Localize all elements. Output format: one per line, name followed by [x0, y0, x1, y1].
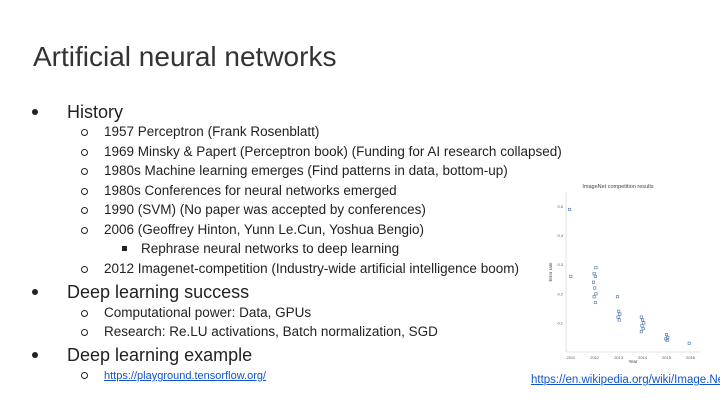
chart-point	[594, 292, 598, 296]
bullet-ring-icon	[81, 168, 88, 175]
bullet-deep-learning-success: Deep learning success	[32, 282, 250, 303]
success-item: Research: Re.LU activations, Batch norma…	[81, 324, 438, 339]
chart-point	[665, 338, 669, 342]
imagenet-wikipedia-link[interactable]: https://en.wikipedia.org/wiki/Image.Net	[531, 374, 720, 386]
history-subitem: Rephrase neural networks to deep learnin…	[122, 241, 400, 256]
chart-xtick-label: 2011	[566, 355, 575, 360]
chart-ytick-label: 0.2	[557, 291, 563, 296]
chart-ytick-label: 0.3	[557, 262, 563, 267]
chart-point	[639, 330, 643, 334]
history-item-label: 1957 Perceptron (Frank Rosenblatt)	[104, 124, 320, 139]
bullet-label: Deep learning success	[67, 282, 250, 302]
chart-marks: 0.5 0.4 0.3 0.2 0.1 2011 2012 2013 2014 2015 2016	[557, 204, 695, 360]
chart-point	[594, 266, 598, 270]
chart-xlabel: Year	[628, 359, 638, 364]
chart-point	[665, 333, 669, 337]
chart-ylabel: Error rate	[548, 262, 553, 282]
chart-point	[617, 309, 621, 313]
chart-point	[616, 315, 620, 319]
chart-point	[592, 271, 596, 275]
chart-point	[593, 274, 597, 278]
bullet-square-icon	[122, 246, 127, 251]
chart-point	[592, 295, 596, 299]
chart-point	[593, 301, 597, 305]
bullet-history: History	[32, 102, 124, 123]
imagenet-results-chart: ImageNet competition results Error rate …	[548, 180, 708, 365]
bullet-deep-learning-example: Deep learning example	[32, 345, 253, 366]
history-item: 1980s Machine learning emerges (Find pat…	[81, 163, 508, 178]
history-subitem-label: Rephrase neural networks to deep learnin…	[141, 241, 400, 256]
history-item-label: 1990 (SVM) (No paper was accepted by con…	[104, 202, 426, 217]
chart-point	[617, 318, 621, 322]
chart-point	[642, 321, 646, 325]
chart-point	[615, 295, 619, 299]
bullet-ring-icon	[81, 129, 88, 136]
bullet-ring-icon	[81, 372, 88, 379]
slide-title: Artificial neural networks	[33, 41, 337, 72]
bullet-label: History	[67, 102, 124, 122]
history-item: 1990 (SVM) (No paper was accepted by con…	[81, 202, 426, 217]
history-item-label: 1980s Machine learning emerges (Find pat…	[104, 163, 508, 178]
history-item-label: 1969 Minsky & Papert (Perceptron book) (…	[104, 144, 562, 159]
history-item: 2012 Imagenet-competition (Industry-wide…	[81, 261, 519, 276]
success-item-label: Research: Re.LU activations, Batch norma…	[104, 324, 438, 339]
history-item-label: 2006 (Geoffrey Hinton, Yunn Le.Cun, Yosh…	[104, 222, 424, 237]
chart-point	[641, 327, 645, 331]
chart-point	[592, 280, 596, 284]
success-item: Computational power: Data, GPUs	[81, 305, 312, 320]
history-item: 2006 (Geoffrey Hinton, Yunn Le.Cun, Yosh…	[81, 222, 424, 237]
bullet-dot-icon	[32, 109, 38, 115]
example-item: https://playground.tensorflow.org/	[81, 367, 267, 382]
chart-ytick-label: 0.4	[557, 233, 563, 238]
history-item: 1980s Conferences for neural networks em…	[81, 183, 397, 198]
bullet-label: Deep learning example	[67, 345, 253, 365]
chart-point	[618, 312, 622, 316]
chart-title: ImageNet competition results	[582, 184, 653, 190]
bullet-ring-icon	[81, 227, 88, 234]
chart-xtick-label: 2012	[590, 355, 600, 360]
bullet-ring-icon	[81, 149, 88, 156]
chart-point	[639, 315, 643, 319]
bullet-dot-icon	[32, 352, 38, 358]
chart-ytick-label: 0.1	[557, 320, 563, 325]
history-item: 1957 Perceptron (Frank Rosenblatt)	[81, 124, 320, 139]
chart-xtick-label: 2014	[638, 355, 648, 360]
bullet-ring-icon	[81, 329, 88, 336]
chart-xtick-label: 2013	[614, 355, 624, 360]
bullet-ring-icon	[81, 188, 88, 195]
history-item: 1969 Minsky & Papert (Perceptron book) (…	[81, 144, 562, 159]
bullet-ring-icon	[81, 310, 88, 317]
chart-xtick-label: 2015	[662, 355, 672, 360]
chart-point	[641, 318, 645, 322]
playground-link[interactable]: https://playground.tensorflow.org/	[104, 370, 267, 382]
bullet-ring-icon	[81, 266, 88, 273]
chart-svg: ImageNet competition results Error rate …	[548, 184, 700, 364]
history-item-label: 2012 Imagenet-competition (Industry-wide…	[104, 261, 519, 276]
history-item-label: 1980s Conferences for neural networks em…	[104, 183, 397, 198]
chart-ytick-label: 0.5	[557, 204, 563, 209]
chart-point	[593, 286, 597, 290]
chart-xtick-label: 2016	[686, 355, 696, 360]
bullet-dot-icon	[32, 289, 38, 295]
chart-point	[568, 207, 572, 211]
success-item-label: Computational power: Data, GPUs	[104, 305, 312, 320]
chart-point	[569, 274, 573, 278]
chart-point	[640, 324, 644, 328]
chart-point	[687, 341, 691, 345]
bullet-ring-icon	[81, 207, 88, 214]
